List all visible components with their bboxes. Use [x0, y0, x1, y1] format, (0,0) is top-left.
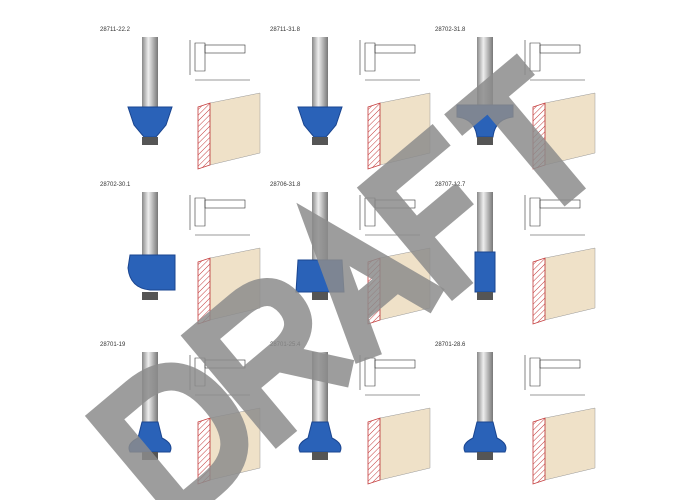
bearing [477, 452, 493, 460]
wood-profile [367, 247, 431, 325]
shank [312, 37, 328, 107]
product-cove-bit: 28702-31.8 [425, 25, 605, 175]
dimension-diagram [359, 355, 420, 396]
wood-profile [197, 92, 261, 170]
shank [477, 37, 493, 107]
cutter-head [463, 421, 507, 453]
shank [142, 192, 158, 262]
cutter-head [128, 421, 172, 453]
wood-profile [197, 247, 261, 325]
bearing [477, 292, 493, 300]
router-bit-illustration [456, 37, 596, 170]
bearing [142, 292, 158, 300]
router-bit-illustration [295, 192, 431, 325]
wood-profile [197, 407, 261, 485]
wood-profile [532, 407, 596, 485]
router-bit-illustration [474, 192, 596, 325]
cutter-head [474, 251, 496, 293]
shank [477, 352, 493, 422]
wood-profile [532, 247, 596, 325]
cutter-head [456, 104, 514, 138]
bearing [142, 137, 158, 145]
product-chamfer-bit: 28711-22.2 [90, 25, 270, 175]
dimension-diagram [189, 355, 250, 396]
wood-profile [532, 92, 596, 170]
product-code: 28711-22.2 [100, 27, 130, 33]
dimension-diagram [524, 195, 585, 236]
product-straight-bit: 28707-12.7 [425, 180, 605, 330]
shank [142, 352, 158, 422]
wood-profile [367, 407, 431, 485]
product-roundover-bit: 28702-30.1 [90, 180, 270, 330]
product-ogee-bit: 28701-28.6 [425, 340, 605, 490]
bearing [312, 452, 328, 460]
dimension-diagram [359, 40, 420, 81]
shank [477, 192, 493, 252]
dimension-diagram [189, 40, 250, 81]
dimension-diagram [359, 195, 420, 236]
cutter-head [298, 421, 342, 453]
shank [312, 352, 328, 422]
shank [142, 37, 158, 107]
bearing [312, 292, 328, 300]
router-bit-illustration [298, 352, 431, 485]
bearing [142, 452, 158, 460]
dimension-diagram [189, 195, 250, 236]
bearing [477, 137, 493, 145]
product-slot-bit: 28706-31.8 [260, 180, 440, 330]
product-code: 28702-31.8 [435, 27, 466, 33]
cutter-head [297, 106, 343, 138]
shank [312, 192, 328, 262]
cutter-head [295, 259, 345, 293]
product-ogee-bit: 28701-19 [90, 340, 270, 490]
cutter-head [127, 106, 173, 138]
router-bit-illustration [127, 37, 261, 170]
router-bit-illustration [128, 352, 261, 485]
wood-profile [367, 92, 431, 170]
router-bit-illustration [463, 352, 596, 485]
product-code: 28706-31.8 [270, 182, 301, 188]
router-bit-illustration [297, 37, 431, 170]
product-code: 28702-30.1 [100, 182, 131, 188]
product-ogee-bit: 28701-25.4 [260, 340, 440, 490]
product-chamfer-bit: 28711-31.8 [260, 25, 440, 175]
cutter-head [127, 254, 176, 291]
product-code: 28701-19 [100, 342, 126, 348]
bearing [312, 137, 328, 145]
product-code: 28701-28.6 [435, 342, 466, 348]
dimension-diagram [524, 40, 585, 81]
dimension-diagram [524, 355, 585, 396]
router-bit-illustration [127, 192, 261, 325]
product-code: 28711-31.8 [270, 27, 300, 33]
